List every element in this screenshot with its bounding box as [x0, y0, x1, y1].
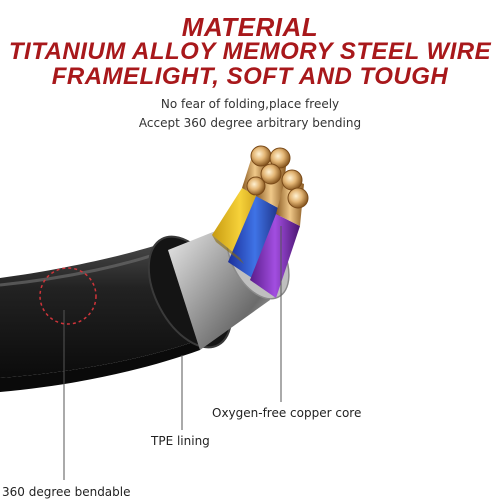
wire-yellow-edge: [212, 235, 244, 264]
callout-copper-core: Oxygen-free copper core: [212, 406, 362, 420]
copper-strands: [242, 145, 309, 226]
callout-bendable: 360 degree bendable: [2, 485, 131, 499]
headline-soft-tough: FRAMELIGHT, SOFT AND TOUGH: [51, 63, 449, 90]
subtitle-bending: Accept 360 degree arbitrary bending: [138, 116, 362, 130]
wire-purple: [250, 214, 300, 298]
callout-tpe-lining: TPE lining: [151, 434, 210, 448]
subtitle-folding: No fear of folding,place freely: [160, 97, 340, 111]
headline-steel-wire: TITANIUM ALLOY MEMORY STEEL WIRE: [8, 38, 492, 65]
bend-marker-circle: [39, 267, 97, 325]
headline-material: MATERIAL: [181, 12, 319, 42]
cable-jacket-lower: [0, 335, 212, 392]
